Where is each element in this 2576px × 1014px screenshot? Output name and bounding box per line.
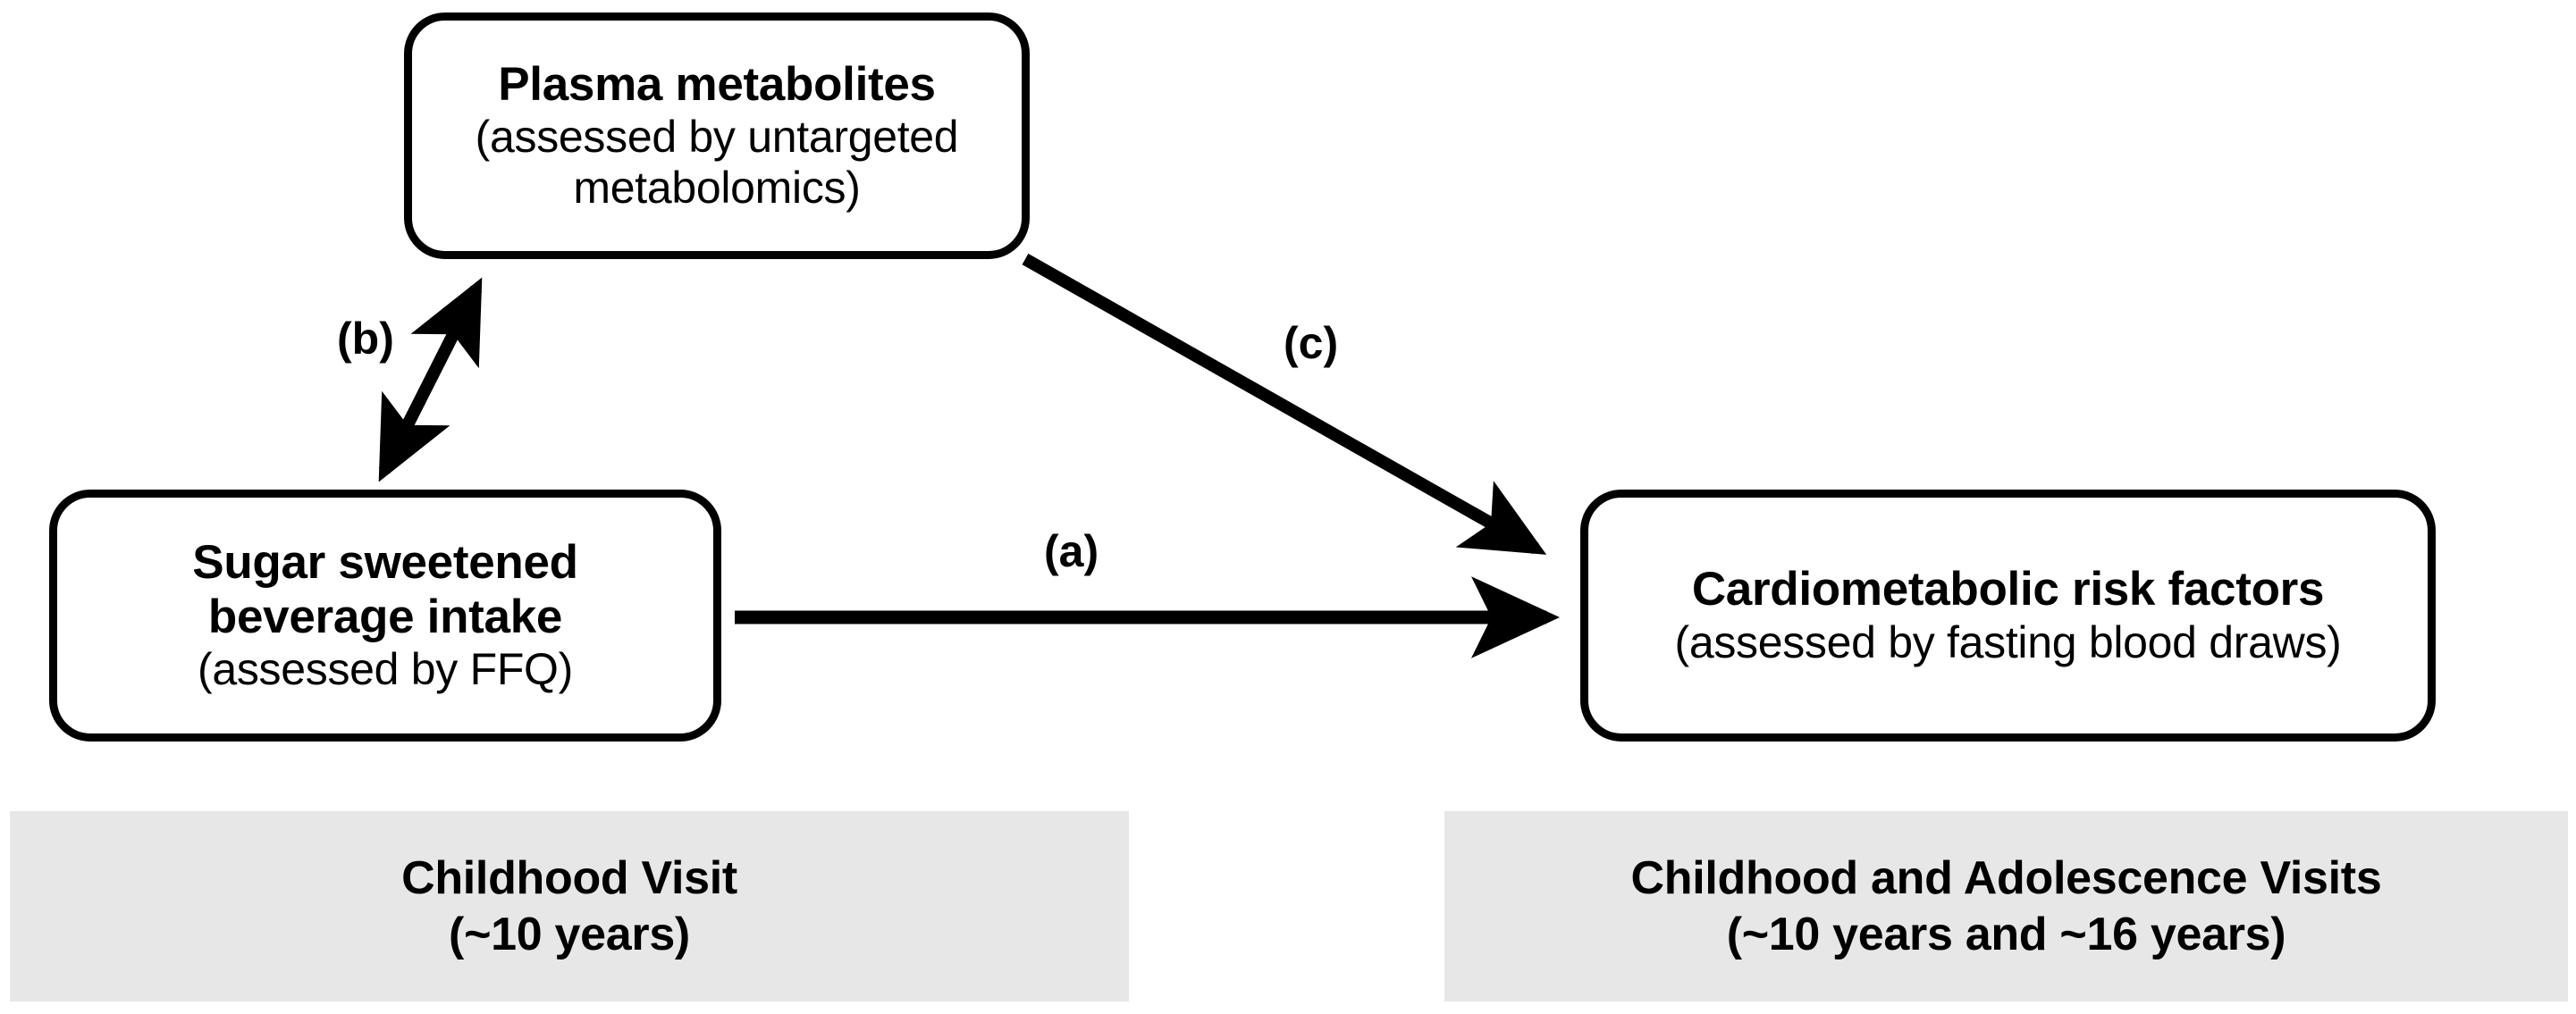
- node-ssb-subtitle: (assessed by FFQ): [198, 643, 573, 694]
- path-label-a: (a): [1044, 526, 1099, 576]
- path-label-b: (b): [337, 314, 394, 364]
- timeline-childhood-line2: (~10 years): [449, 908, 690, 960]
- arrow-path-b: [378, 277, 483, 482]
- node-ssb-title-line2: beverage intake: [207, 590, 563, 643]
- node-sugar-sweetened-beverage-intake: Sugar sweetened beverage intake (assesse…: [49, 490, 721, 742]
- node-plasma-metabolites-title: Plasma metabolites: [498, 57, 936, 111]
- arrow-path-c: [1022, 253, 1547, 555]
- node-plasma-metabolites: Plasma metabolites (assessed by untarget…: [404, 13, 1030, 259]
- node-ssb-title-line1: Sugar sweetened: [192, 536, 578, 590]
- timeline-childhood-line1: Childhood Visit: [401, 852, 737, 905]
- timeline-adolescence-line1: Childhood and Adolescence Visits: [1630, 852, 2382, 905]
- node-cardiometabolic-title: Cardiometabolic risk factors: [1691, 563, 2325, 616]
- timeline-band-childhood-visit: Childhood Visit (~10 years): [10, 811, 1129, 1001]
- node-cardiometabolic-risk-factors: Cardiometabolic risk factors (assessed b…: [1580, 490, 2436, 742]
- node-cardiometabolic-subtitle: (assessed by fasting blood draws): [1674, 616, 2342, 667]
- timeline-band-childhood-and-adolescence-visits: Childhood and Adolescence Visits (~10 ye…: [1444, 811, 2568, 1001]
- timeline-adolescence-line2: (~10 years and ~16 years): [1726, 908, 2286, 960]
- node-plasma-metabolites-subtitle-line1: (assessed by untargeted: [475, 112, 959, 163]
- path-label-c: (c): [1284, 318, 1339, 368]
- node-plasma-metabolites-subtitle-line2: metabolomics): [573, 163, 861, 214]
